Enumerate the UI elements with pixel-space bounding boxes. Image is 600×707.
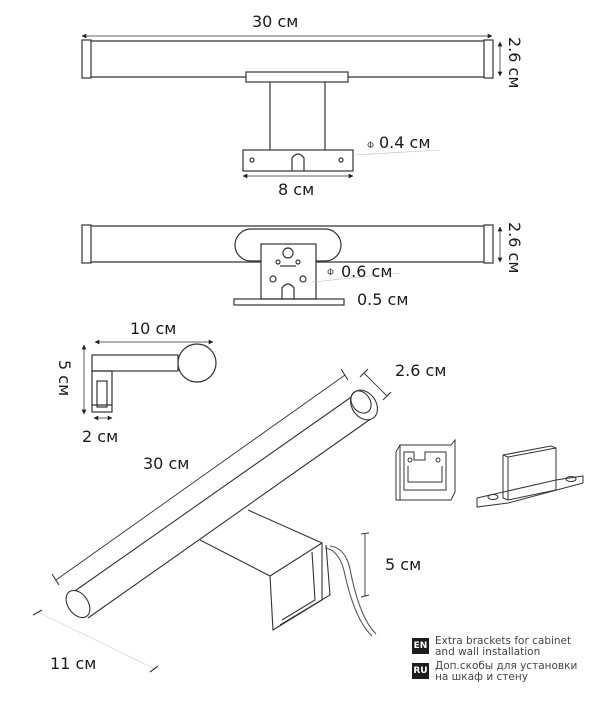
side-view	[81, 339, 217, 421]
persp-length-label: 30 см	[143, 454, 189, 473]
front-base-width-label: 8 см	[278, 180, 314, 199]
side-height-label: 5 см	[55, 360, 74, 396]
front-view	[81, 33, 503, 179]
legend-text-line2: на шкаф и стену	[435, 671, 528, 683]
language-badge-ru: RU	[412, 663, 429, 679]
side-length-label: 10 см	[130, 319, 176, 338]
legend-text-line2: and wall installation	[435, 646, 541, 658]
persp-depth-label: 11 см	[50, 654, 96, 673]
back-height-label: 2.6 см	[505, 222, 524, 273]
legend: EN Extra brackets for cabinet and wall i…	[412, 636, 600, 686]
back-hole-label: 0.6 см	[341, 262, 392, 281]
side-width-label: 2 см	[82, 427, 118, 446]
back-phi-symbol: Φ	[327, 268, 334, 278]
legend-text-line1: Доп.скобы для установки	[435, 660, 578, 672]
front-width-label: 30 см	[252, 12, 298, 31]
back-plate-label: 0.5 см	[357, 290, 408, 309]
legend-item-ru: RU Доп.скобы для установки на шкаф и сте…	[412, 661, 600, 683]
front-phi-symbol: Φ	[367, 141, 374, 151]
persp-diameter-label: 2.6 см	[395, 361, 446, 380]
language-badge-en: EN	[412, 638, 429, 654]
wall-bracket-icon	[476, 445, 584, 508]
cabinet-bracket-icon	[395, 438, 456, 501]
front-height-label: 2.6 см	[505, 37, 524, 88]
persp-height-label: 5 см	[385, 555, 421, 574]
perspective-view	[32, 368, 392, 673]
legend-text-line1: Extra brackets for cabinet	[435, 635, 572, 647]
back-view	[81, 224, 503, 306]
legend-item-en: EN Extra brackets for cabinet and wall i…	[412, 636, 600, 658]
front-hole-label: 0.4 см	[379, 133, 430, 152]
